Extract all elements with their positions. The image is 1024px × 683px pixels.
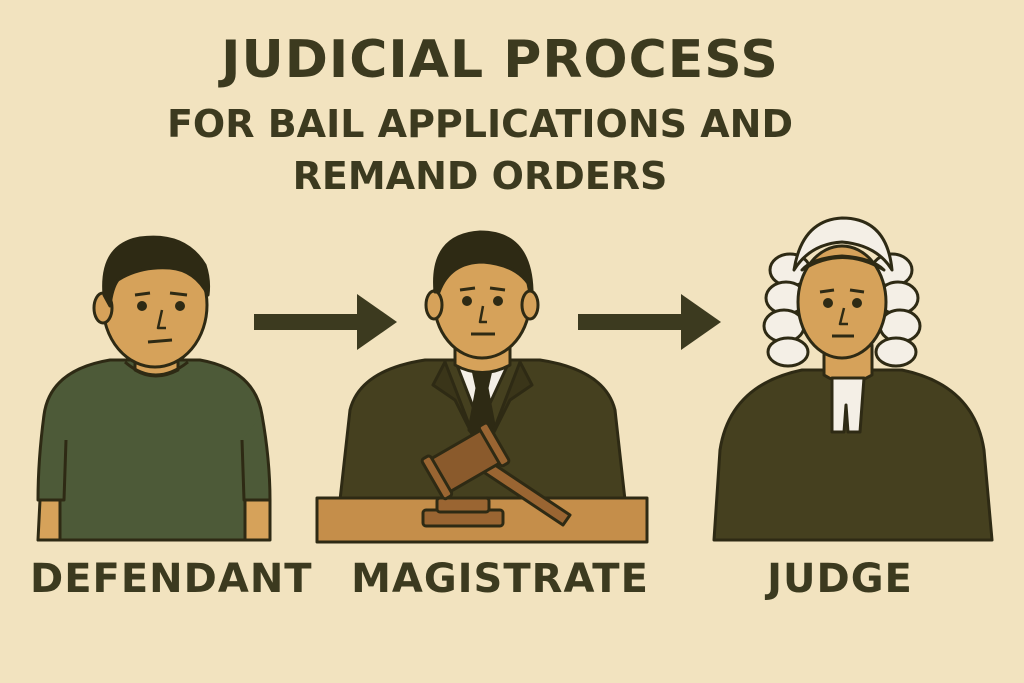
defendant-figure — [36, 235, 272, 542]
subtitle-line-2: REMAND ORDERS — [292, 154, 668, 198]
diagram-subtitle: FOR BAIL APPLICATIONS AND REMAND ORDERS — [130, 98, 830, 202]
subtitle-line-1: FOR BAIL APPLICATIONS AND — [166, 102, 794, 146]
magistrate-figure — [315, 230, 649, 544]
arrow-right-icon — [254, 294, 397, 350]
arrow-right-icon — [578, 294, 721, 350]
judge-figure — [712, 216, 994, 542]
stage-label-defendant: DEFENDANT — [30, 556, 313, 602]
stage-label-judge: JUDGE — [767, 556, 913, 602]
stage-label-magistrate: MAGISTRATE — [351, 556, 649, 602]
diagram-title: JUDICIAL PROCESS — [221, 30, 779, 90]
